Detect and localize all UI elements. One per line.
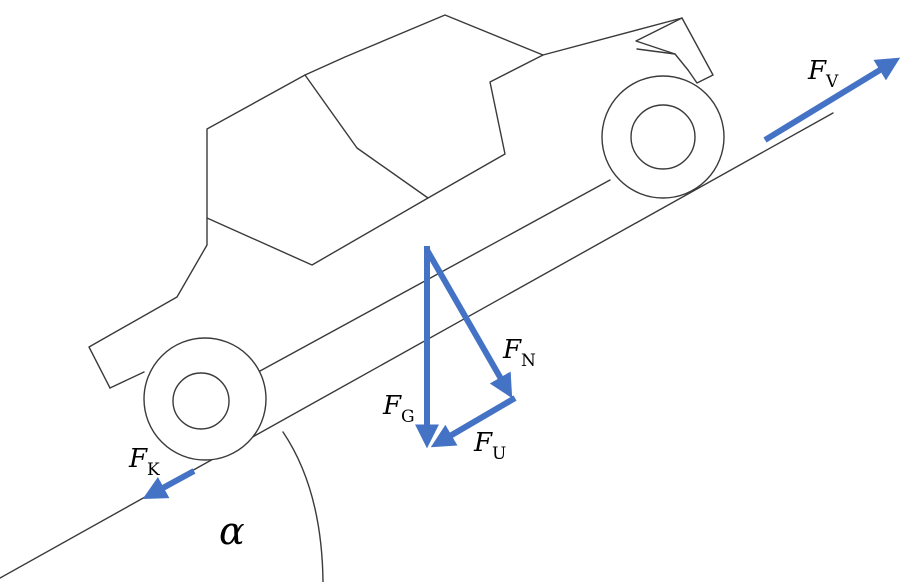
rear-wheel [143,337,267,461]
force-vectors [142,57,901,500]
drive-vector [763,57,901,143]
downhill-label: FU [473,428,506,464]
angle-label: α [219,509,245,553]
friction-vector [142,468,196,500]
angle-arc [282,431,324,582]
drive-label: FV [807,56,839,92]
downhill-vector [430,395,517,448]
incline-surface [0,112,834,579]
car-body [88,14,714,389]
normal-label: FN [502,335,536,371]
friction-label: FK [128,444,160,480]
gravity-label: FG [382,391,415,427]
front-wheel [601,75,725,199]
normal-vector [424,248,513,399]
